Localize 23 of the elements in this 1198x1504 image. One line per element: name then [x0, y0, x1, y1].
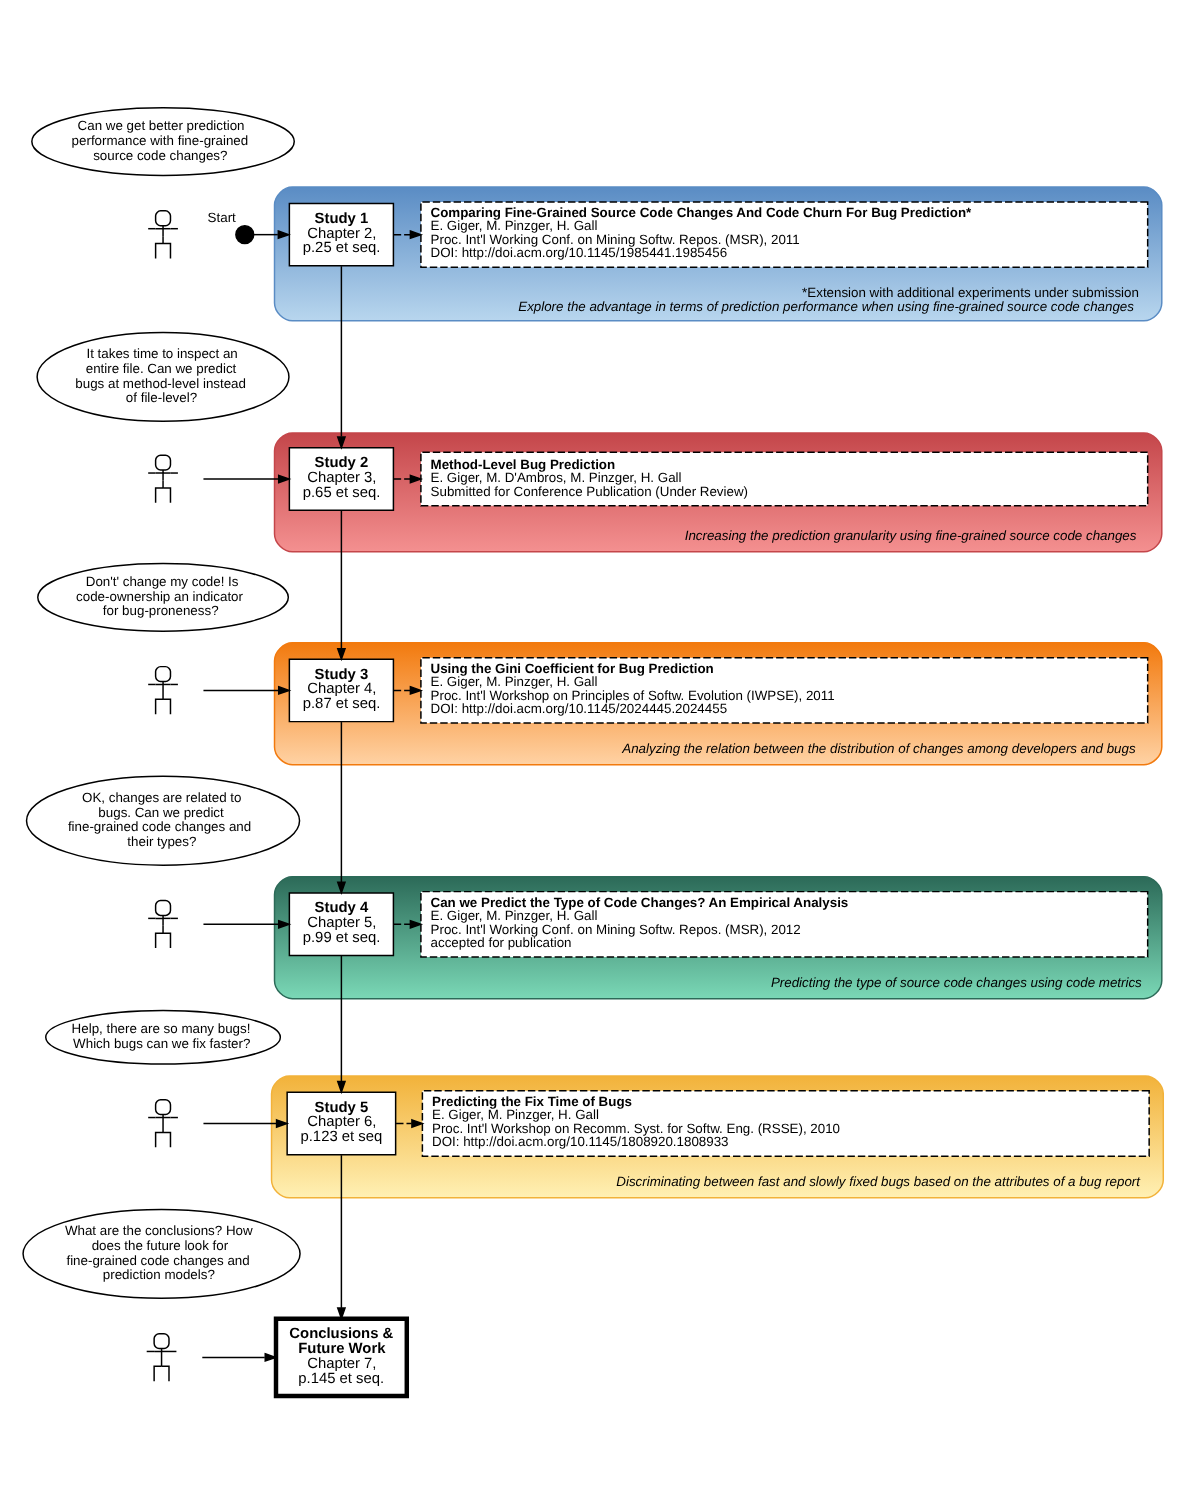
node-box: Study 5 Chapter 6, p.123 et seq: [286, 1091, 397, 1156]
node-box: Study 2 Chapter 3, p.65 et seq.: [288, 447, 395, 511]
arrow: [336, 954, 347, 1095]
arrow: [201, 1352, 278, 1363]
arrow: [392, 229, 424, 240]
arrow: [336, 1154, 347, 1321]
arrow: [202, 474, 292, 484]
arrow: [336, 265, 347, 450]
node-box: Study 4 Chapter 5, p.99 et seq.: [288, 892, 395, 957]
node-box: Study 1 Chapter 2, p.25 et seq.: [288, 202, 395, 267]
arrow: [336, 509, 347, 662]
arrow: [336, 721, 347, 895]
node-box: Conclusions & Future Work Chapter 7, p.145 et seq.: [273, 1316, 410, 1399]
arrow: [392, 919, 424, 930]
arrow: [253, 229, 291, 240]
arrow: [202, 1118, 290, 1129]
arrow: [392, 685, 424, 696]
arrow: [392, 474, 424, 484]
node-circle: [235, 225, 255, 245]
arrow: [395, 1118, 425, 1129]
node-box: Study 3 Chapter 4, p.87 et seq.: [288, 658, 395, 723]
arrow: [202, 919, 292, 930]
arrow: [202, 685, 292, 696]
